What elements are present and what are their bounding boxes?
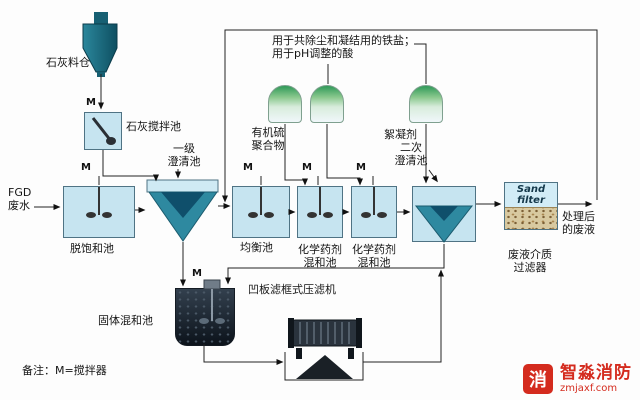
primary-clarifier-label: 一级 澄清池 (167, 142, 201, 168)
iron-salt-acid-vessel (310, 85, 344, 123)
primary-clarifier-shape (146, 179, 219, 242)
secondary-clarifier-label: 二次 澄清池 (394, 141, 428, 167)
desaturation-tank (63, 186, 135, 238)
chemical-tank-2 (351, 186, 397, 238)
sludge-cake-pile (296, 355, 353, 379)
fgd-wastewater-label: FGD 废水 (8, 186, 32, 212)
chemical-tank-1-label: 化学药剂 混和池 (298, 243, 342, 269)
desaturation-tank-label: 脱饱和池 (70, 242, 114, 255)
filter-press-label: 凹板滤框式压滤机 (248, 283, 336, 296)
brand-domain: zmjaxf.com (560, 383, 618, 394)
equalization-tank (232, 186, 290, 238)
mixer-label: M (302, 162, 312, 173)
solid-mixing-tank-label: 固体混和池 (98, 314, 153, 327)
solid-mixing-tank (175, 288, 235, 346)
footnote: 备注：M=搅拌器 (22, 364, 107, 377)
media-filter-label: 废液介质 过滤器 (508, 248, 552, 274)
brand-name: 智淼消防 (560, 363, 632, 383)
brand-watermark: 消 智淼消防 zmjaxf.com (523, 364, 632, 394)
flocculant-vessel (409, 85, 443, 123)
equalization-tank-label: 均衡池 (240, 241, 273, 254)
mixer-label: M (86, 97, 96, 108)
lime-mixing-tank (84, 112, 122, 150)
dosing-note: 用于共除尘和凝结用的铁盐； 用于pH调整的酸 (272, 34, 415, 60)
secondary-clarifier-tank (412, 186, 476, 242)
sand-media-filter: Sand filter (504, 182, 558, 230)
mixer-label: M (192, 268, 202, 279)
chemical-tank-1 (297, 186, 343, 238)
organic-sulfur-vessel (268, 85, 302, 123)
mixer-label: M (243, 162, 253, 173)
fire-brand-icon: 消 (523, 364, 553, 394)
chemical-tank-2-label: 化学药剂 混和池 (352, 243, 396, 269)
organic-sulfur-label: 有机硫 聚合物 (251, 126, 285, 152)
filter-press-shape (284, 318, 364, 381)
lime-silo-label: 石灰料仓 (46, 56, 90, 69)
sand-bed-texture (505, 207, 557, 229)
flocculant-label: 絮凝剂 (384, 128, 417, 141)
mixer-label: M (81, 162, 91, 173)
treated-effluent-label: 处理后 的废液 (562, 210, 595, 236)
lime-mixing-tank-label: 石灰搅拌池 (126, 120, 181, 133)
mixer-label: M (356, 162, 366, 173)
sand-filter-label: Sand filter (505, 183, 557, 207)
